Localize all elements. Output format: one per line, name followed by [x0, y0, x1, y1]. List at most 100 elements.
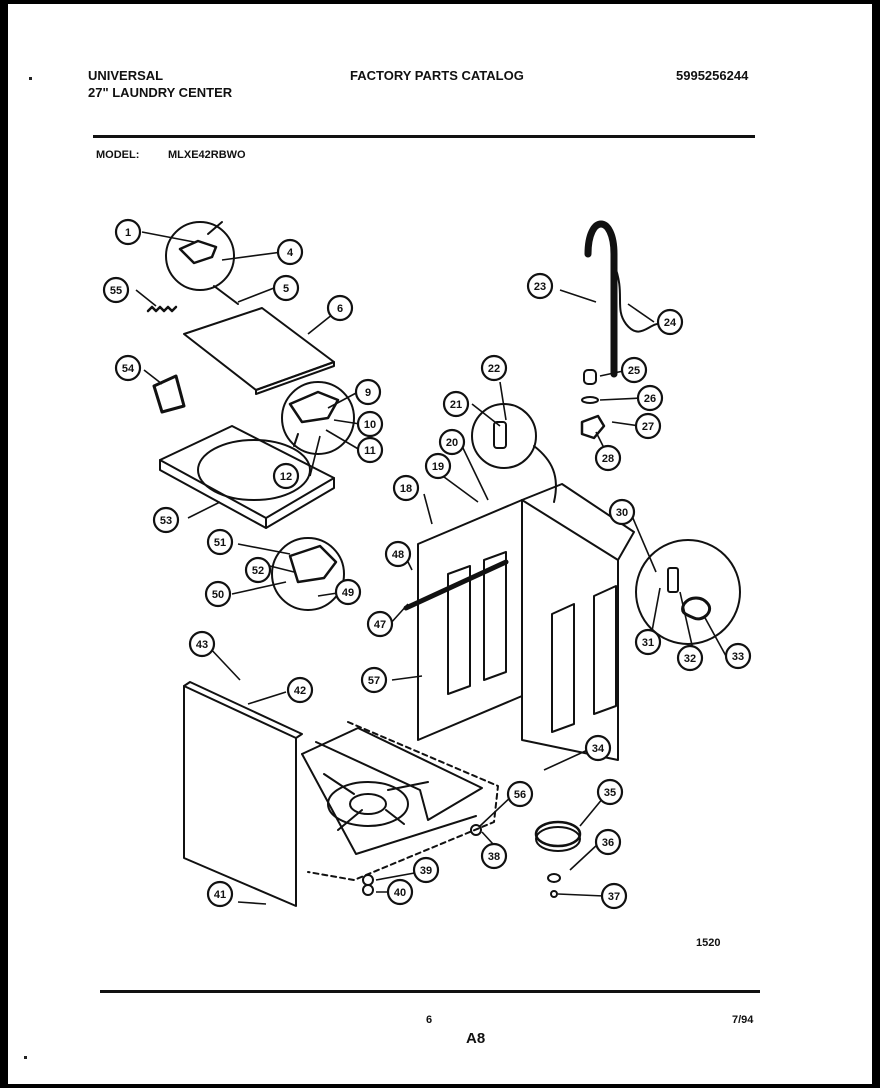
callout-number: 41: [214, 889, 226, 901]
part-callout: 34: [584, 734, 612, 762]
callout-number: 22: [488, 363, 500, 375]
callout-circle: [188, 630, 216, 658]
part-callout: 6: [326, 294, 354, 322]
callout-number: 20: [446, 437, 458, 449]
callout-number: 27: [642, 421, 654, 433]
part-callout: 19: [424, 452, 452, 480]
callout-circle: [204, 580, 232, 608]
lid-switch-group: [281, 381, 355, 455]
callout-circle: [506, 780, 534, 808]
callout-circle: [584, 734, 612, 762]
callout-circle: [676, 644, 704, 672]
cabinet-side-panel: [521, 483, 635, 761]
part-callout: 57: [360, 666, 388, 694]
product-name: 27" LAUNDRY CENTER: [88, 85, 233, 100]
part-callout: 5: [272, 274, 300, 302]
callout-circle: [634, 628, 662, 656]
callout-number: 26: [644, 393, 656, 405]
callout-circle: [354, 378, 382, 406]
callout-circle: [480, 842, 508, 870]
callout-number: 48: [392, 549, 404, 561]
callout-circle: [386, 878, 414, 906]
callout-circle: [634, 412, 662, 440]
callout-circle: [384, 540, 412, 568]
revision-date: 7/94: [732, 1014, 754, 1026]
callout-number: 33: [732, 651, 744, 663]
pump-seal-parts: [362, 820, 582, 898]
callout-circle: [412, 856, 440, 884]
callout-circle: [480, 354, 508, 382]
callout-number: 31: [642, 637, 654, 649]
part-callout: 11: [356, 436, 384, 464]
part-callout: 24: [656, 308, 684, 336]
callout-circle: [244, 556, 272, 584]
part-callout: 49: [334, 578, 362, 606]
callout-number: 23: [534, 281, 546, 293]
callout-number: 21: [450, 399, 462, 411]
part-callout: 47: [366, 610, 394, 638]
callout-circle: [620, 356, 648, 384]
timer-group: [271, 537, 345, 611]
header-left: UNIVERSAL 27" LAUNDRY CENTER: [88, 67, 232, 101]
callout-number: 50: [212, 589, 224, 601]
callout-number: 9: [365, 387, 371, 399]
part-callout: 38: [480, 842, 508, 870]
callout-number: 40: [394, 887, 406, 899]
callout-number: 53: [160, 515, 172, 527]
callout-circle: [392, 474, 420, 502]
fill-hose: [584, 220, 661, 378]
callout-circle: [600, 882, 628, 910]
callout-circle: [152, 506, 180, 534]
part-callout: 55: [102, 276, 130, 304]
callout-circle: [206, 880, 234, 908]
base-and-tub: [301, 721, 499, 881]
callout-number: 55: [110, 285, 122, 297]
callout-number: 56: [514, 789, 526, 801]
top-cover: [159, 425, 335, 529]
hinge-detail: [471, 403, 557, 503]
part-callout: 54: [114, 354, 142, 382]
part-callout: 41: [206, 880, 234, 908]
part-callout: 50: [204, 580, 232, 608]
callout-circle: [596, 778, 624, 806]
callout-number: 43: [196, 639, 208, 651]
part-callout: 25: [620, 356, 648, 384]
scan-mark: [24, 1056, 27, 1059]
callout-number: 39: [420, 865, 432, 877]
callout-circle: [360, 666, 388, 694]
valve-parts: [580, 369, 606, 440]
callout-number: 6: [337, 303, 343, 315]
part-callout: 23: [526, 272, 554, 300]
exploded-parts-diagram: 1456910111218192021222324252627283031323…: [102, 218, 752, 949]
callout-number: 30: [616, 507, 628, 519]
callout-circle: [594, 444, 622, 472]
callout-number: 24: [664, 317, 677, 329]
wiring-detail: [635, 539, 741, 645]
part-callout: 53: [152, 506, 180, 534]
part-callout: 4: [276, 238, 304, 266]
callout-number: 42: [294, 685, 306, 697]
callout-circle: [114, 218, 142, 246]
catalog-title: FACTORY PARTS CATALOG: [350, 68, 524, 83]
part-callout: 12: [272, 462, 300, 490]
part-callout: 9: [354, 378, 382, 406]
lid-panel: [183, 307, 335, 395]
callout-circle: [594, 828, 622, 856]
callout-circle: [366, 610, 394, 638]
callout-number: 36: [602, 837, 614, 849]
front-door-panel: [183, 681, 303, 907]
callout-circle: [442, 390, 470, 418]
callout-number: 18: [400, 483, 412, 495]
part-callout: 32: [676, 644, 704, 672]
callout-circle: [206, 528, 234, 556]
part-callout: 30: [608, 498, 636, 526]
callout-number: 32: [684, 653, 696, 665]
callout-number: 49: [342, 587, 354, 599]
callout-circle: [276, 238, 304, 266]
part-callout: 26: [636, 384, 664, 412]
model-value: MLXE42RBWO: [168, 149, 246, 161]
gasket-part: [152, 374, 186, 414]
catalog-page: UNIVERSAL 27" LAUNDRY CENTER FACTORY PAR…: [8, 4, 872, 1084]
callout-number: 38: [488, 851, 500, 863]
